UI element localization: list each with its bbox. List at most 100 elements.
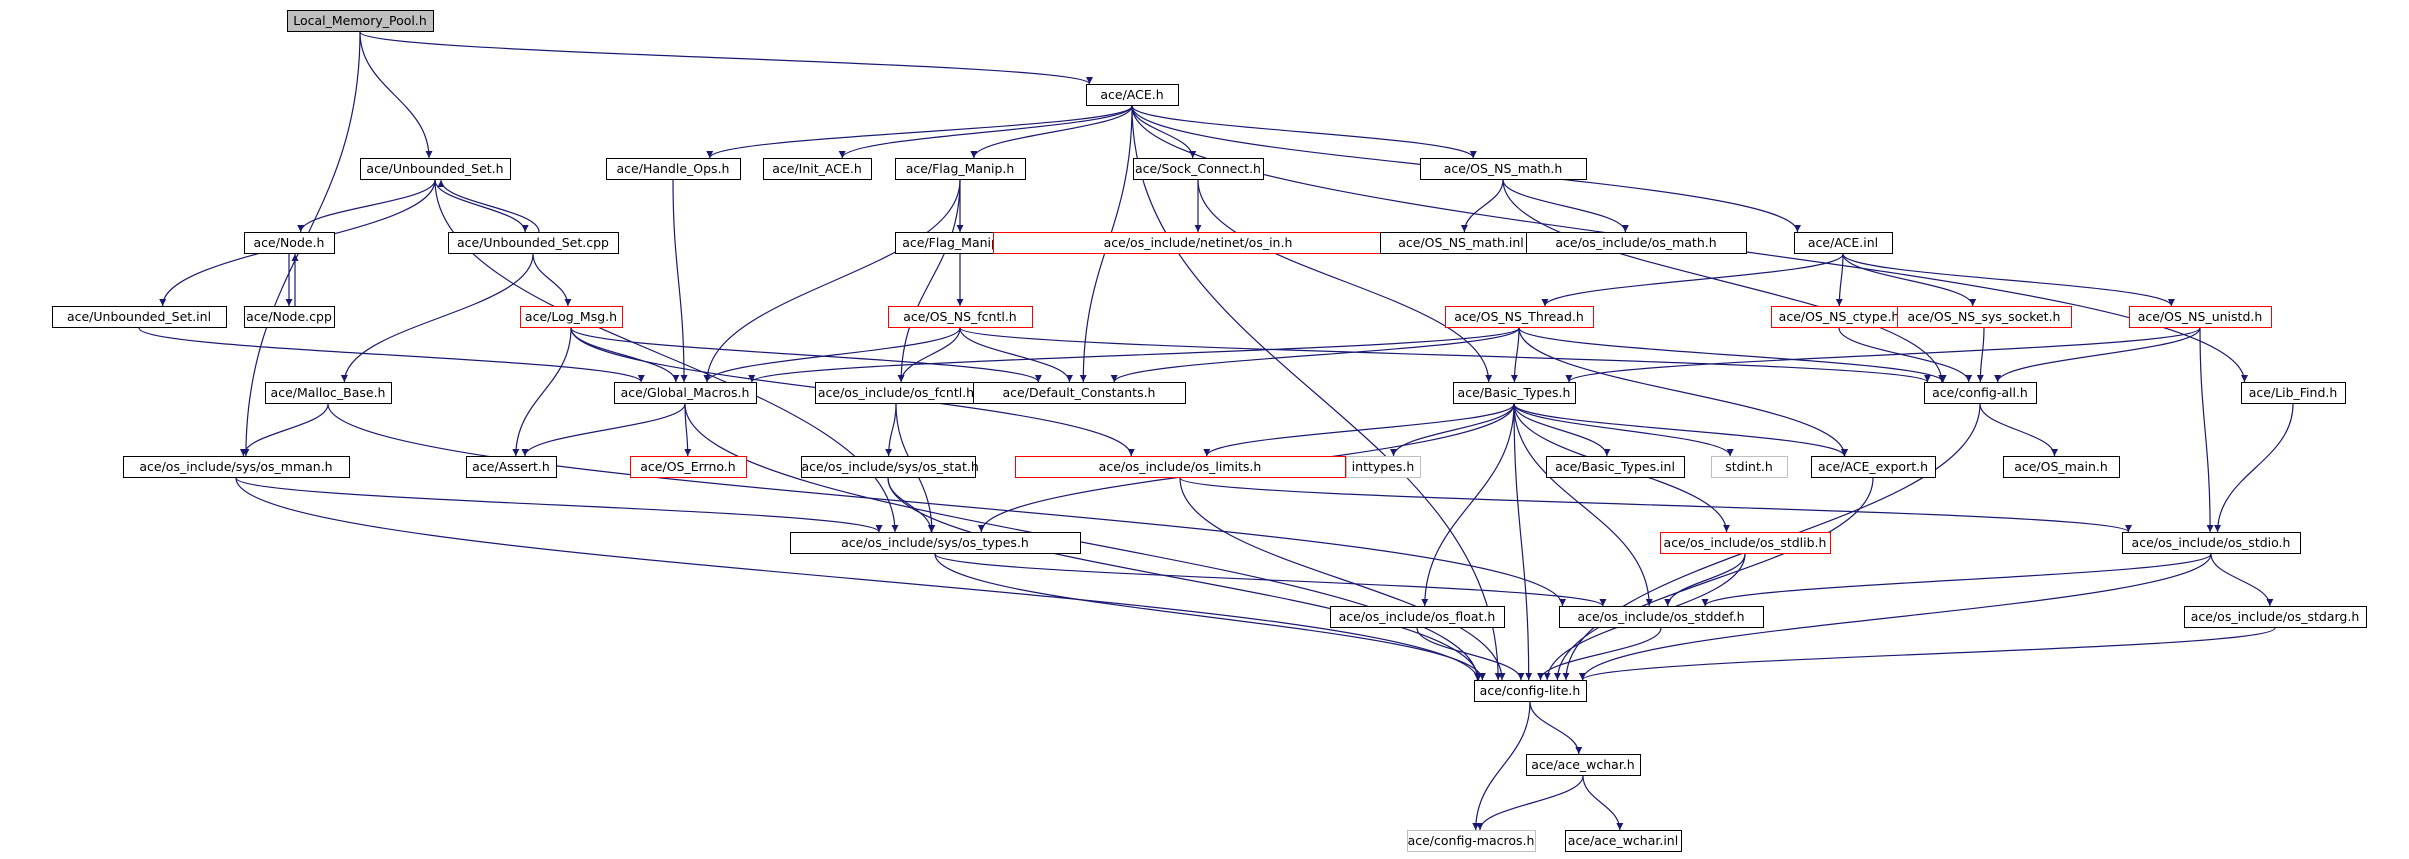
edge-n34-n46	[1179, 477, 1506, 681]
node-ace-os-ns-sys-socket-h[interactable]: ace/OS_NS_sys_socket.h	[1896, 306, 2072, 328]
node-ace-ace-export-h[interactable]: ace/ACE_export.h	[1810, 456, 1936, 478]
node-ace-os-include-os-stdio-h[interactable]: ace/os_include/os_stdio.h	[2121, 532, 2301, 554]
node-ace-os-include-os-stddef-h[interactable]: ace/os_include/os_stddef.h	[1558, 606, 1764, 628]
edge-n1-n5	[970, 105, 1133, 159]
node-ace-os-include-os-stdarg-h[interactable]: ace/os_include/os_stdarg.h	[2183, 606, 2367, 628]
node-ace-os-errno-h[interactable]: ace/OS_Errno.h	[629, 456, 747, 478]
node-ace-os-ns-math-h[interactable]: ace/OS_NS_math.h	[1419, 158, 1587, 180]
node-ace-node-cpp[interactable]: ace/Node.cpp	[243, 306, 335, 328]
node-ace-os-ns-unistd-h[interactable]: ace/OS_NS_unistd.h	[2128, 306, 2272, 328]
edge-n46-n47	[1529, 701, 1583, 755]
node-ace-ace-wchar-h[interactable]: ace/ace_wchar.h	[1525, 754, 1641, 776]
node-ace-handle-ops-h[interactable]: ace/Handle_Ops.h	[605, 158, 741, 180]
node-inttypes-h[interactable]: inttypes.h	[1345, 456, 1421, 478]
node-ace-os-include-sys-os-mman-h[interactable]: ace/os_include/sys/os_mman.h	[122, 456, 350, 478]
edge-n24-n31	[521, 403, 686, 457]
edge-n27-n46	[1513, 403, 1533, 681]
node-ace-config-lite-h[interactable]: ace/config-lite.h	[1473, 680, 1587, 702]
node-ace-os-include-os-stdlib-h[interactable]: ace/os_include/os_stdlib.h	[1659, 532, 1831, 554]
node-ace-os-include-os-fcntl-h[interactable]: ace/os_include/os_fcntl.h	[814, 382, 978, 404]
edge-n42-n45	[2210, 553, 2274, 607]
node-ace-os-include-os-float-h[interactable]: ace/os_include/os_float.h	[1329, 606, 1505, 628]
node-ace-os-ns-ctype-h[interactable]: ace/OS_NS_ctype.h	[1770, 306, 1908, 328]
node-local-memory-pool-h: Local_Memory_Pool.h	[286, 10, 434, 32]
node-ace-config-all-h[interactable]: ace/config-all.h	[1923, 382, 2037, 404]
node-ace-os-include-os-limits-h[interactable]: ace/os_include/os_limits.h	[1014, 456, 1346, 478]
node-ace-config-macros-h[interactable]: ace/config-macros.h	[1406, 830, 1536, 852]
node-ace-malloc-base-h[interactable]: ace/Malloc_Base.h	[264, 382, 392, 404]
edge-n19-n27	[1510, 327, 1520, 383]
edge-n14-n19	[1541, 253, 1844, 307]
edge-n18-n24	[703, 327, 961, 383]
edge-n19-n24	[748, 327, 1520, 383]
edge-n2-n8	[297, 179, 436, 233]
edge-n2-n9	[434, 179, 529, 233]
edge-n29-n42	[2214, 403, 2294, 533]
node-ace-ace-h[interactable]: ace/ACE.h	[1085, 84, 1179, 106]
node-ace-global-macros-h[interactable]: ace/Global_Macros.h	[613, 382, 757, 404]
edge-n5-n25	[897, 179, 961, 383]
edge-n47-n49	[1582, 775, 1624, 831]
edge-n22-n27	[1565, 327, 2201, 383]
edge-n41-n44	[1664, 553, 1746, 607]
node-ace-os-include-sys-os-stat-h[interactable]: ace/os_include/sys/os_stat.h	[800, 456, 979, 478]
edge-n9-n2	[437, 179, 540, 233]
edge-n1-n7	[1131, 105, 1477, 159]
node-stdint-h[interactable]: stdint.h	[1710, 456, 1788, 478]
node-ace-os-ns-fcntl-h[interactable]: ace/OS_NS_fcntl.h	[887, 306, 1033, 328]
edge-n14-n20	[1835, 253, 1844, 307]
edge-n3-n24	[672, 179, 688, 383]
edge-n1-n6	[1131, 105, 1197, 159]
edge-n42-n46	[1579, 553, 2212, 681]
edge-n27-n44	[1513, 403, 1653, 607]
edge-n28-n39	[1979, 403, 2058, 457]
edge-n22-n42	[2199, 327, 2214, 533]
node-ace-flag-manip-h[interactable]: ace/Flag_Manip.h	[894, 158, 1026, 180]
edge-n34-n42	[1179, 477, 2132, 533]
node-ace-node-h[interactable]: ace/Node.h	[243, 232, 335, 254]
node-ace-unbounded-set-cpp[interactable]: ace/Unbounded_Set.cpp	[447, 232, 619, 254]
node-ace-default-constants-h[interactable]: ace/Default_Constants.h	[972, 382, 1186, 404]
edge-n20-n28	[1838, 327, 1973, 383]
node-ace-os-ns-math-inl[interactable]: ace/OS_NS_math.inl	[1379, 232, 1543, 254]
edge-n27-n36	[1513, 403, 1611, 457]
edge-n14-n21	[1842, 253, 1977, 307]
node-ace-lib-find-h[interactable]: ace/Lib_Find.h	[2240, 382, 2346, 404]
edge-n24-n46	[684, 403, 1481, 681]
node-ace-basic-types-inl[interactable]: ace/Basic_Types.inl	[1545, 456, 1685, 478]
edge-n30-n46	[235, 477, 1481, 681]
node-ace-sock-connect-h[interactable]: ace/Sock_Connect.h	[1132, 158, 1264, 180]
node-ace-os-main-h[interactable]: ace/OS_main.h	[2002, 456, 2120, 478]
edge-n47-n48	[1476, 775, 1584, 831]
edge-n27-n35	[1390, 403, 1515, 457]
node-ace-flag-manip-inl[interactable]: ace/Flag_Manip.inl	[894, 232, 1026, 254]
edge-n17-n26	[570, 327, 1042, 383]
edge-n18-n25	[897, 327, 961, 383]
node-ace-basic-types-h[interactable]: ace/Basic_Types.h	[1452, 382, 1576, 404]
node-ace-unbounded-set-h[interactable]: ace/Unbounded_Set.h	[359, 158, 511, 180]
node-ace-unbounded-set-inl[interactable]: ace/Unbounded_Set.inl	[51, 306, 227, 328]
node-ace-ace-inl[interactable]: ace/ACE.inl	[1793, 232, 1893, 254]
node-ace-os-include-sys-os-types-h[interactable]: ace/os_include/sys/os_types.h	[789, 532, 1081, 554]
edge-n19-n26	[1110, 327, 1520, 383]
node-ace-os-ns-thread-h[interactable]: ace/OS_NS_Thread.h	[1444, 306, 1594, 328]
node-ace-init-ace-h[interactable]: ace/Init_ACE.h	[762, 158, 872, 180]
edge-n17-n31	[512, 327, 572, 457]
edge-n7-n12	[1460, 179, 1504, 233]
edge-n22-n28	[1994, 327, 2201, 383]
edge-n27-n43	[1421, 403, 1515, 607]
node-ace-assert-h[interactable]: ace/Assert.h	[465, 456, 557, 478]
node-ace-os-include-os-math-h[interactable]: ace/os_include/os_math.h	[1525, 232, 1747, 254]
edge-n23-n30	[239, 403, 329, 457]
node-ace-os-include-netinet-os-in-h[interactable]: ace/os_include/netinet/os_in.h	[993, 232, 1403, 254]
node-ace-log-msg-h[interactable]: ace/Log_Msg.h	[519, 306, 623, 328]
edge-n19-n38	[1518, 327, 1849, 457]
edge-n1-n4	[838, 105, 1133, 159]
node-ace-ace-wchar-inl[interactable]: ace/ace_wchar.inl	[1564, 830, 1682, 852]
edge-n9-n23	[340, 253, 534, 383]
edge-n27-n38	[1513, 403, 1848, 457]
edge-n9-n17	[532, 253, 572, 307]
edge-n6-n27	[1197, 179, 1493, 383]
